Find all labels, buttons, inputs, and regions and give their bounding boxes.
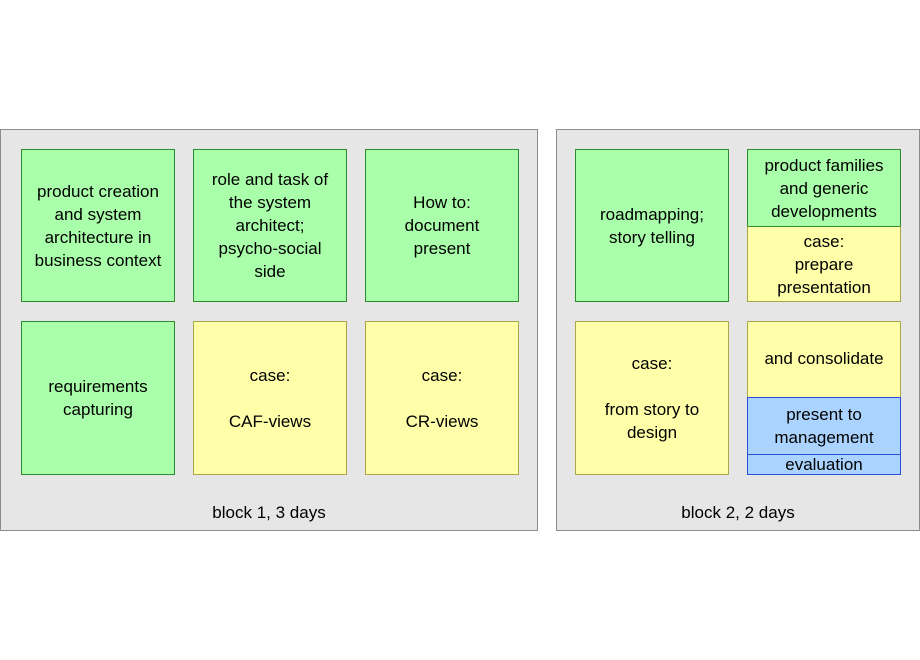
box-case-from-story-to-design: case: from story to design — [575, 321, 729, 475]
block-1-caption: block 1, 3 days — [212, 503, 326, 522]
box-requirements-capturing: requirements capturing — [21, 321, 175, 475]
box-role-and-task: role and task of the system architect; p… — [193, 149, 347, 302]
box-case-caf-views: case: CAF-views — [193, 321, 347, 475]
box-and-consolidate: and consolidate — [747, 321, 901, 398]
block-1-panel: product creation and system architecture… — [0, 129, 538, 531]
block-2-panel: roadmapping; story telling product famil… — [556, 129, 920, 531]
box-product-families: product families and generic development… — [747, 149, 901, 227]
box-how-to: How to: document present — [365, 149, 519, 302]
box-product-creation: product creation and system architecture… — [21, 149, 175, 302]
box-evaluation: evaluation — [747, 454, 901, 475]
box-present-to-management: present to management — [747, 397, 901, 455]
block-2-caption: block 2, 2 days — [681, 503, 795, 522]
box-roadmapping: roadmapping; story telling — [575, 149, 729, 302]
box-case-prepare-presentation: case: prepare presentation — [747, 226, 901, 302]
box-case-cr-views: case: CR-views — [365, 321, 519, 475]
